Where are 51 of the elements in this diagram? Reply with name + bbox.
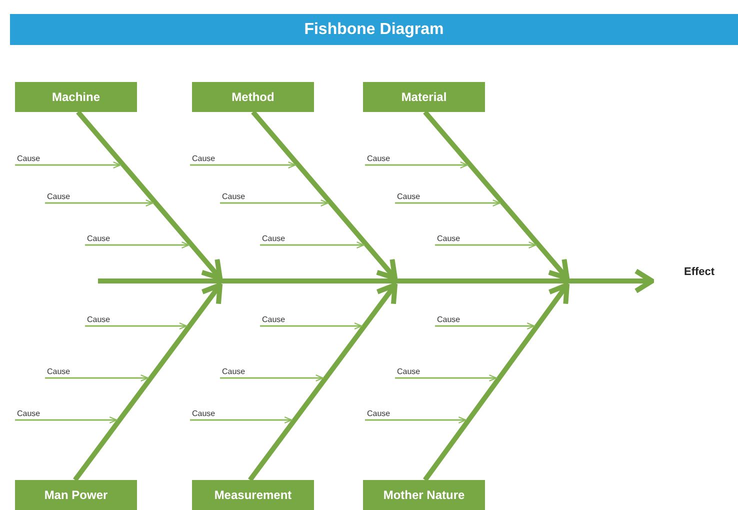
title-bar: Fishbone Diagram [10,14,738,45]
cause-arrow [190,416,292,424]
cause-label: Cause [17,153,40,164]
bone-arrow [76,110,222,280]
bone-arrow [248,282,398,482]
cause-arrow [45,374,148,382]
cause-arrow [85,322,188,330]
category-box: Mother Nature [363,480,485,510]
category-box: Material [363,82,485,112]
cause-label: Cause [87,233,110,244]
cause-arrow [85,241,190,249]
category-box: Man Power [15,480,137,510]
cause-label: Cause [192,153,216,164]
cause-label: Cause [262,233,286,244]
cause-label: Cause [262,314,286,325]
cause-arrow [15,416,118,424]
cause-arrow [365,416,466,424]
cause-label: Cause [17,408,40,419]
bone-arrow [422,282,570,482]
cause-label: Cause [367,153,390,164]
cause-label: Cause [367,408,390,419]
category-box: Measurement [192,480,314,510]
category-box: Machine [15,82,137,112]
cause-arrow [15,161,121,169]
cause-arrow [395,374,497,382]
cause-label: Cause [437,314,460,325]
bone-arrow [423,110,570,280]
cause-label: Cause [222,366,246,377]
spine-arrow [98,268,654,294]
cause-label: Cause [47,366,70,377]
bone-arrow [251,110,398,280]
cause-arrow [260,241,364,249]
cause-arrow [220,374,324,382]
cause-label: Cause [397,366,420,377]
cause-label: Cause [222,191,246,202]
cause-arrow [435,241,536,249]
cause-arrow [435,322,535,330]
cause-label: Cause [47,191,70,202]
cause-label: Cause [397,191,420,202]
cause-arrow [220,199,328,207]
effect-label: Effect [684,265,715,279]
cause-arrow [45,199,154,207]
cause-arrow [260,322,362,330]
cause-label: Cause [437,233,460,244]
cause-label: Cause [192,408,216,419]
cause-arrow [395,199,500,207]
cause-arrow [190,161,296,169]
cause-arrow [365,161,468,169]
bone-arrow [73,282,222,482]
cause-label: Cause [87,314,110,325]
category-box: Method [192,82,314,112]
